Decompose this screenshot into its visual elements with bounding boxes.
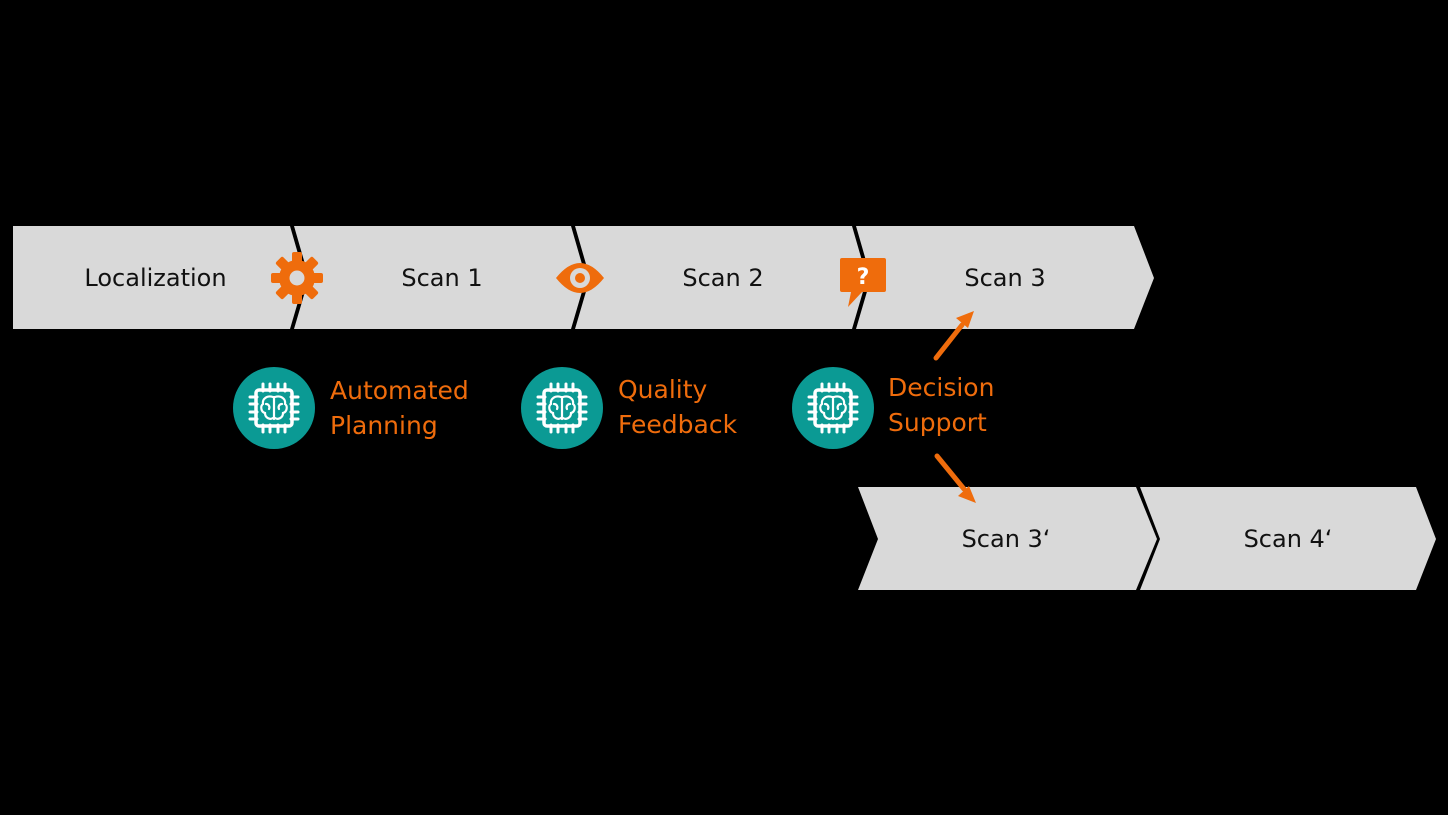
ai-brain-chip-icon — [232, 366, 316, 450]
ai-label-line-2: Feedback — [618, 410, 738, 439]
question-bubble-icon: ? — [840, 258, 886, 307]
step-scan-3-prime — [858, 487, 1157, 590]
ai-label-line-2: Support — [888, 408, 987, 437]
arrow-up-to-scan-3 — [933, 311, 974, 361]
svg-text:?: ? — [857, 265, 870, 290]
ai-label-automated-planning: Automated Planning — [330, 373, 469, 443]
step-label-scan-1: Scan 1 — [401, 264, 483, 292]
step-label-scan-4-prime: Scan 4‘ — [1243, 525, 1333, 553]
step-label-localization: Localization — [84, 264, 227, 292]
step-label-scan-2: Scan 2 — [682, 264, 764, 292]
ai-label-line-1: Automated — [330, 376, 469, 405]
ai-label-line-1: Decision — [888, 373, 995, 402]
ai-brain-chip-icon — [791, 366, 875, 450]
step-localization — [13, 226, 305, 329]
ai-label-line-2: Planning — [330, 411, 438, 440]
eye-icon — [556, 263, 604, 293]
step-scan-1 — [294, 226, 586, 329]
ai-label-decision-support: Decision Support — [888, 370, 994, 440]
step-scan-3 — [856, 226, 1154, 329]
ai-brain-chip-icon — [520, 366, 604, 450]
step-label-scan-3: Scan 3 — [964, 264, 1046, 292]
ai-label-line-1: Quality — [618, 375, 708, 404]
gear-icon — [271, 252, 323, 304]
arrow-down-to-scan-3-prime — [934, 453, 976, 503]
ai-label-quality-feedback: Quality Feedback — [618, 372, 737, 442]
step-label-scan-3-prime: Scan 3‘ — [961, 525, 1051, 553]
step-scan-4-prime — [1140, 487, 1436, 590]
step-scan-2 — [575, 226, 867, 329]
